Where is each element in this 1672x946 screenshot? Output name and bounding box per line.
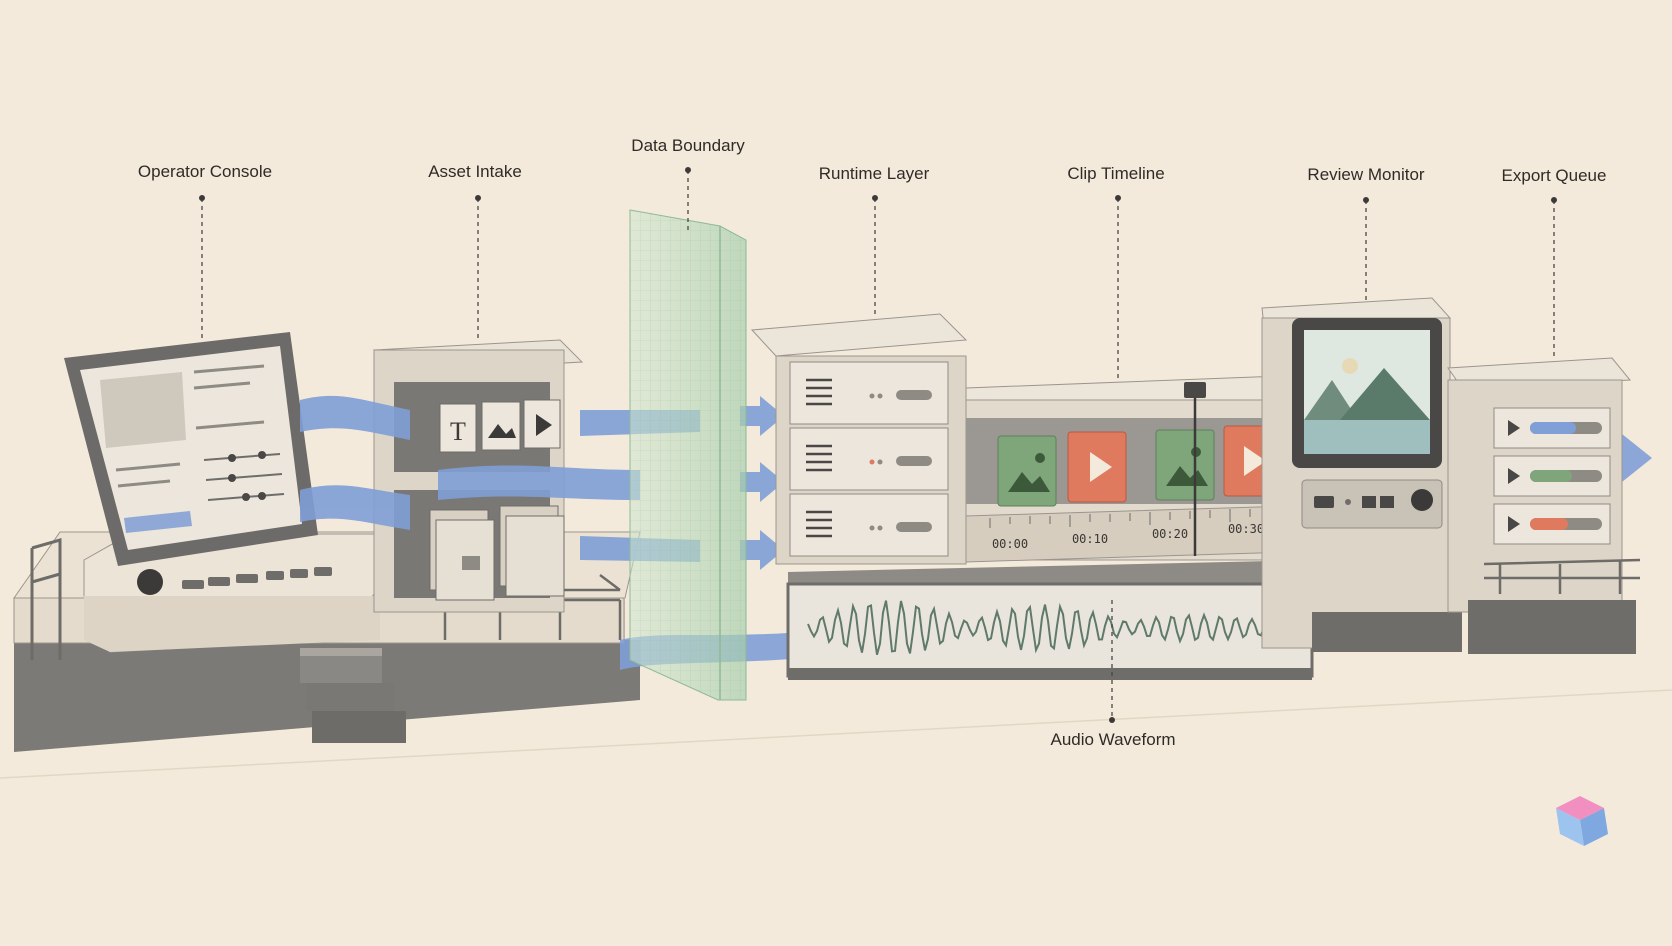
svg-text:T: T — [450, 417, 466, 446]
queue-item[interactable] — [1493, 503, 1611, 545]
label-asset-intake: Asset Intake — [428, 162, 522, 181]
server-unit — [789, 493, 949, 557]
label-audio-waveform: Audio Waveform — [1050, 730, 1176, 749]
logo-cube-icon — [1556, 796, 1608, 846]
review-monitor-station — [1261, 297, 1462, 652]
queue-item[interactable] — [1493, 455, 1611, 497]
timestamp-0: 00:00 — [992, 537, 1028, 551]
timestamp-2: 00:20 — [1152, 527, 1188, 541]
server-unit — [789, 427, 949, 491]
play-icon — [1067, 431, 1127, 503]
label-export-queue: Export Queue — [1501, 166, 1607, 185]
vent-icon — [806, 510, 832, 538]
label-data-boundary: Data Boundary — [631, 136, 745, 155]
vent-icon — [806, 378, 832, 406]
floor-line — [0, 689, 1672, 779]
knob-icon — [1411, 489, 1433, 511]
vent-icon — [806, 444, 832, 472]
export-queue-cabinet — [1447, 357, 1641, 654]
knob-icon — [137, 569, 163, 595]
queue-item[interactable] — [1493, 407, 1611, 449]
server-unit — [789, 361, 949, 425]
playhead[interactable] — [1184, 382, 1206, 556]
label-operator-console: Operator Console — [137, 162, 273, 181]
clip-timeline: 00:00 00:10 00:20 00:30 — [965, 375, 1291, 563]
text-icon: T — [439, 403, 477, 453]
label-runtime-layer: Runtime Layer — [818, 164, 930, 183]
timestamp-3: 00:30 — [1228, 522, 1264, 536]
image-icon — [997, 435, 1057, 507]
leader-dots — [199, 167, 1557, 723]
stairs — [300, 648, 406, 743]
operator-monitor — [64, 332, 318, 566]
data-boundary-glass — [629, 209, 747, 701]
play-icon — [523, 399, 561, 449]
leader-lines — [201, 170, 1555, 718]
image-icon — [1155, 429, 1215, 501]
label-review-monitor: Review Monitor — [1307, 165, 1425, 184]
audio-waveform-panel — [786, 560, 1314, 680]
label-clip-timeline: Clip Timeline — [1067, 164, 1165, 183]
folder-icon — [429, 505, 565, 601]
runtime-layer-rack — [750, 313, 968, 565]
operator-console-platform — [13, 531, 641, 752]
image-icon — [481, 401, 521, 451]
timestamp-1: 00:10 — [1072, 532, 1108, 546]
audio-waveform — [807, 600, 1295, 655]
